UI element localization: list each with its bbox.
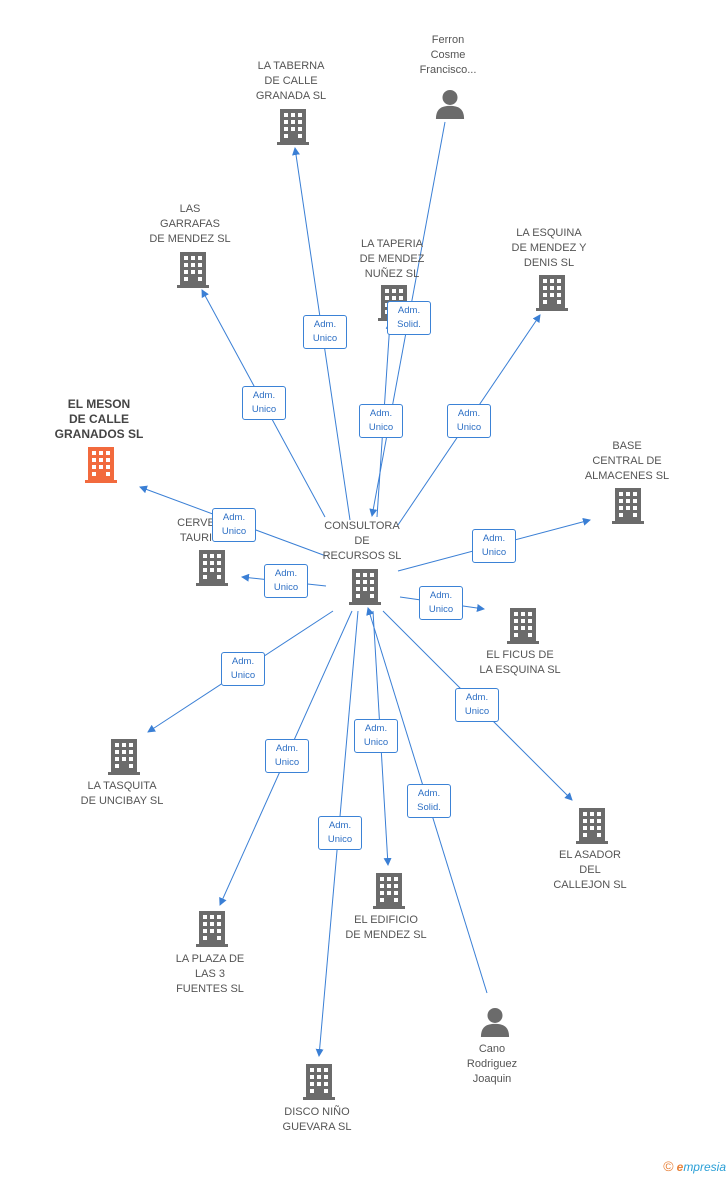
building-icon-asador[interactable] bbox=[576, 808, 608, 844]
node-label-taperia[interactable]: LA TAPERIA DE MENDEZ NUÑEZ SL bbox=[359, 238, 425, 280]
brand-initial: e bbox=[676, 1160, 684, 1174]
building-icon-mesonc[interactable] bbox=[85, 447, 117, 483]
footer-brand: ©empresia bbox=[663, 1158, 726, 1174]
edge-label-e_cano: Adm. Solid. bbox=[407, 784, 451, 818]
building-icon-disco[interactable] bbox=[303, 1064, 335, 1100]
edge-label-e_tasquita: Adm. Unico bbox=[221, 652, 265, 686]
building-icon-cerveceria[interactable] bbox=[196, 550, 228, 586]
edge-label-e_ferron: Adm. Solid. bbox=[387, 301, 431, 335]
node-label-center[interactable]: CONSULTORA DE RECURSOS SL bbox=[322, 520, 402, 562]
edge-label-e_plaza: Adm. Unico bbox=[265, 739, 309, 773]
node-label-edificio[interactable]: EL EDIFICIO DE MENDEZ SL bbox=[345, 914, 427, 941]
edge-label-e_disco: Adm. Unico bbox=[318, 816, 362, 850]
building-icon-plaza[interactable] bbox=[196, 911, 228, 947]
edge-label-e_esquina: Adm. Unico bbox=[447, 404, 491, 438]
building-icon-garrafas[interactable] bbox=[177, 252, 209, 288]
building-icon-taberna[interactable] bbox=[277, 109, 309, 145]
node-label-tasquita[interactable]: LA TASQUITA DE UNCIBAY SL bbox=[80, 780, 164, 807]
edge-label-e_taberna: Adm. Unico bbox=[303, 315, 347, 349]
edge-label-e_ficus: Adm. Unico bbox=[419, 586, 463, 620]
edge-label-e_asador: Adm. Unico bbox=[455, 688, 499, 722]
node-label-ficus[interactable]: EL FICUS DE LA ESQUINA SL bbox=[479, 649, 561, 676]
node-label-asador[interactable]: EL ASADOR DEL CALLEJON SL bbox=[553, 849, 627, 891]
edge-label-e_base: Adm. Unico bbox=[472, 529, 516, 563]
node-label-mesonc[interactable]: EL MESON DE CALLE GRANADOS SL bbox=[54, 397, 144, 441]
building-icon-edificio[interactable] bbox=[373, 873, 405, 909]
brand-name: mpresia bbox=[683, 1160, 726, 1174]
node-label-cerveceria[interactable]: CERVE TAURI bbox=[177, 517, 215, 544]
building-icon-tasquita[interactable] bbox=[108, 739, 140, 775]
node-label-disco[interactable]: DISCO NIÑO GUEVARA SL bbox=[282, 1106, 352, 1133]
node-label-base_central[interactable]: BASE CENTRAL DE ALMACENES SL bbox=[584, 440, 670, 482]
edge-label-e_taperia: Adm. Unico bbox=[359, 404, 403, 438]
person-icon-cano[interactable] bbox=[480, 1007, 510, 1037]
edge-label-e_edificio: Adm. Unico bbox=[354, 719, 398, 753]
node-label-cano[interactable]: Cano Rodriguez Joaquin bbox=[466, 1043, 518, 1085]
node-label-plaza[interactable]: LA PLAZA DE LAS 3 FUENTES SL bbox=[175, 953, 245, 995]
building-icon-base_central[interactable] bbox=[612, 488, 644, 524]
edge-label-e_garrafas: Adm. Unico bbox=[242, 386, 286, 420]
building-icon-ficus[interactable] bbox=[507, 608, 539, 644]
node-label-esquina_denis[interactable]: LA ESQUINA DE MENDEZ Y DENIS SL bbox=[511, 227, 587, 269]
node-label-garrafas[interactable]: LAS GARRAFAS DE MENDEZ SL bbox=[149, 203, 231, 245]
building-icon-center[interactable] bbox=[349, 569, 381, 605]
edge-label-e_meson: Adm. Unico bbox=[212, 508, 256, 542]
copyright-symbol: © bbox=[663, 1158, 674, 1174]
edge-label-e_cerve: Adm. Unico bbox=[264, 564, 308, 598]
person-icon-ferron[interactable] bbox=[435, 89, 465, 119]
building-icon-esquina_denis[interactable] bbox=[536, 275, 568, 311]
node-label-taberna[interactable]: LA TABERNA DE CALLE GRANADA SL bbox=[255, 60, 327, 102]
node-label-ferron[interactable]: Ferron Cosme Francisco... bbox=[419, 34, 477, 76]
